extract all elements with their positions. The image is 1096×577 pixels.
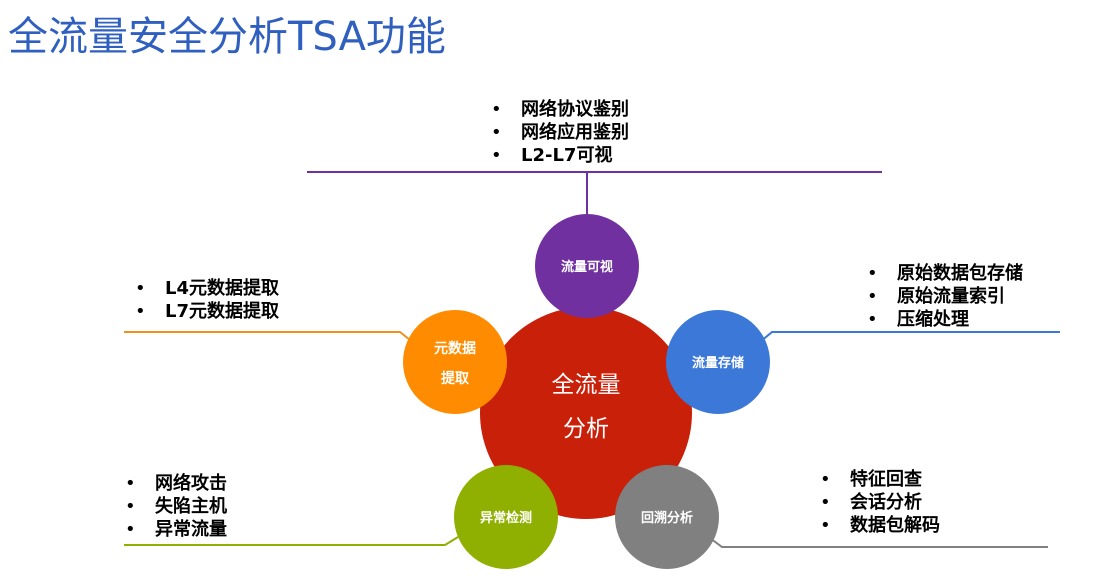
node-label-trace: 回溯分析 — [641, 510, 693, 526]
bullet-list-trace: 特征回查 会话分析 数据包解码 — [820, 468, 940, 537]
connector-anomaly — [124, 536, 459, 546]
node-circle-anomaly — [454, 465, 558, 569]
connector-trace — [709, 537, 1048, 548]
node-anomaly-detection: 异常检测 — [454, 465, 558, 569]
bullet-item: 网络应用鉴别 — [491, 121, 629, 144]
bullet-item: 原始数据包存储 — [867, 262, 1023, 285]
bullet-list-anomaly: 网络攻击 失陷主机 异常流量 — [125, 472, 227, 541]
center-label-line1: 全流量 — [552, 372, 621, 398]
node-circle-meta — [403, 310, 507, 414]
node-flow-storage: 流量存储 — [666, 310, 770, 414]
page-title: 全流量安全分析TSA功能 — [8, 14, 446, 60]
bullet-item: 数据包解码 — [820, 514, 940, 537]
bullet-item: 失陷主机 — [125, 495, 227, 518]
connector-storage — [759, 331, 1060, 343]
bullet-list-meta: L4元数据提取 L7元数据提取 — [135, 277, 279, 323]
node-label-anomaly: 异常检测 — [480, 510, 532, 526]
node-circle-trace — [615, 465, 719, 569]
bullet-list-storage: 原始数据包存储 原始流量索引 压缩处理 — [867, 262, 1023, 331]
node-label-meta-line1: 元数据 — [434, 340, 476, 357]
bullet-item: L7元数据提取 — [135, 300, 279, 323]
bullet-item: 压缩处理 — [867, 308, 1023, 331]
bullet-item: 会话分析 — [820, 491, 940, 514]
node-flow-visual: 流量可视 — [535, 214, 639, 318]
bullet-item: 特征回查 — [820, 468, 940, 491]
connector-meta — [124, 331, 411, 341]
bullet-item: 异常流量 — [125, 518, 227, 541]
node-trace-analysis: 回溯分析 — [615, 465, 719, 569]
node-label-visual: 流量可视 — [561, 259, 613, 275]
node-label-storage: 流量存储 — [692, 355, 744, 371]
bullet-item: 网络协议鉴别 — [491, 98, 629, 121]
bullet-item: 网络攻击 — [125, 472, 227, 495]
node-circle-visual — [535, 214, 639, 318]
bullet-item: 原始流量索引 — [867, 285, 1023, 308]
node-metadata-extraction: 元数据 提取 — [403, 310, 507, 414]
bullet-item: L2-L7可视 — [491, 144, 629, 167]
center-label-line2: 分析 — [563, 416, 609, 442]
node-label-meta-line2: 提取 — [441, 371, 470, 387]
bullet-list-visual: 网络协议鉴别 网络应用鉴别 L2-L7可视 — [491, 98, 629, 167]
node-circle-storage — [666, 310, 770, 414]
center-circle — [480, 307, 692, 519]
bullet-item: L4元数据提取 — [135, 277, 279, 300]
